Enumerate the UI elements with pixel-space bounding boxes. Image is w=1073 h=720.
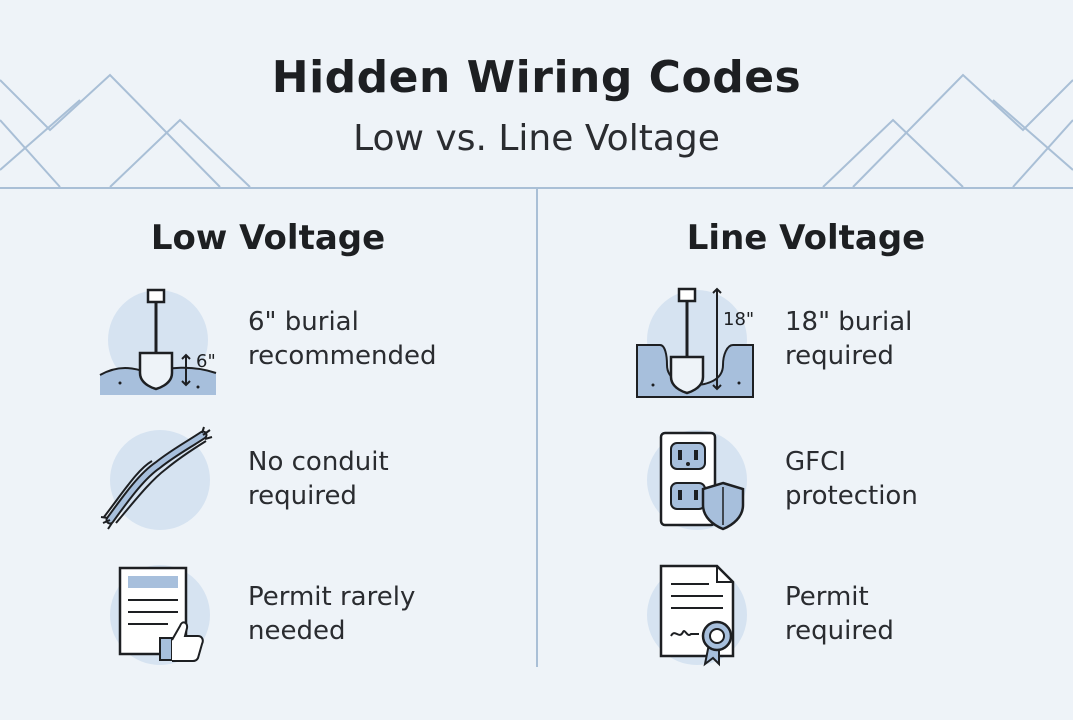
low-voltage-permit-text: Permit rarely needed bbox=[248, 580, 528, 648]
certificate-seal-icon bbox=[647, 564, 747, 667]
text-line: protection bbox=[785, 481, 918, 511]
text-line: required bbox=[248, 481, 357, 511]
outlet-shield-icon bbox=[647, 430, 747, 531]
line-voltage-gfci-row: GFCI protection bbox=[635, 425, 1073, 555]
shovel-burial-icon bbox=[99, 288, 217, 395]
text-line: Permit bbox=[785, 582, 869, 612]
text-line: GFCI bbox=[785, 447, 846, 477]
page-subtitle: Low vs. Line Voltage bbox=[353, 118, 720, 159]
column-divider bbox=[536, 189, 538, 667]
low-voltage-permit-row: Permit rarely needed bbox=[98, 560, 538, 690]
burial-depth-label: 6" bbox=[196, 351, 216, 372]
decorative-lines-left bbox=[0, 73, 251, 188]
text-line: 6" burial bbox=[248, 307, 359, 337]
header-divider bbox=[0, 187, 1073, 189]
low-voltage-conduit-row: No conduit required bbox=[98, 425, 538, 555]
burial-depth-label: 18" bbox=[723, 309, 755, 330]
text-line: 18" burial bbox=[785, 307, 913, 337]
decorative-lines-right bbox=[822, 73, 1073, 188]
shovel-burial-icon bbox=[636, 287, 754, 398]
text-line: needed bbox=[248, 616, 346, 646]
page-title: Hidden Wiring Codes bbox=[271, 52, 802, 103]
line-voltage-burial-text: 18" burial required bbox=[785, 305, 1065, 373]
line-voltage-burial-row: 18" 18" burial required bbox=[635, 285, 1073, 415]
wire-bundle-icon bbox=[100, 426, 213, 530]
text-line: required bbox=[785, 341, 894, 371]
low-voltage-burial-row: 6" 6" burial recommended bbox=[98, 285, 538, 415]
line-voltage-permit-text: Permit required bbox=[785, 580, 1065, 648]
text-line: No conduit bbox=[248, 447, 389, 477]
low-voltage-burial-text: 6" burial recommended bbox=[248, 305, 528, 373]
line-voltage-gfci-text: GFCI protection bbox=[785, 445, 1065, 513]
line-voltage-heading: Line Voltage bbox=[686, 218, 926, 258]
text-line: recommended bbox=[248, 341, 437, 371]
low-voltage-conduit-text: No conduit required bbox=[248, 445, 528, 513]
line-voltage-permit-row: Permit required bbox=[635, 560, 1073, 690]
low-voltage-heading: Low Voltage bbox=[150, 218, 386, 258]
text-line: required bbox=[785, 616, 894, 646]
text-line: Permit rarely bbox=[248, 582, 416, 612]
document-thumbs-up-icon bbox=[110, 565, 210, 665]
